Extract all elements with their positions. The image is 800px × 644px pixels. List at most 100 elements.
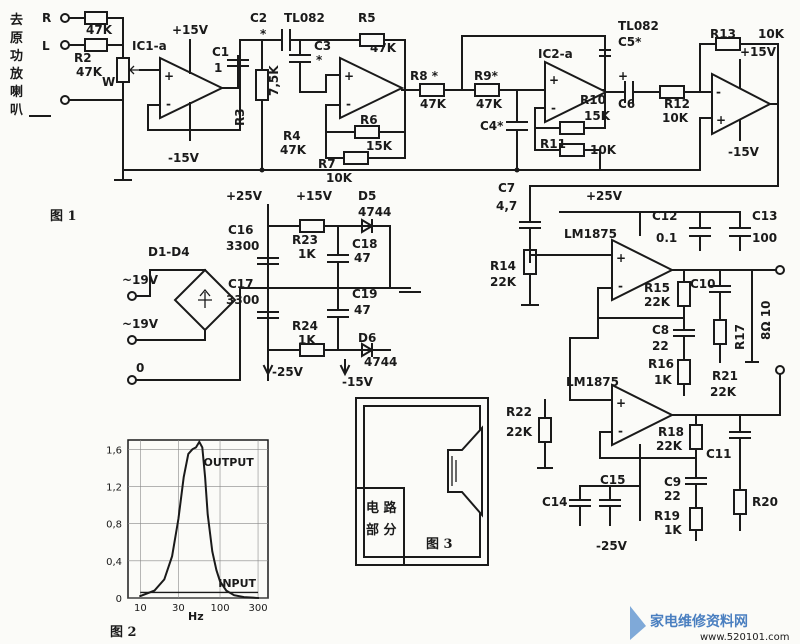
c12-name: C12: [652, 209, 678, 223]
enclosure-label-1: 电 路: [366, 500, 398, 516]
speaker-magnet: [451, 456, 457, 486]
capacitor-c1: [227, 59, 249, 67]
r15-name: R15: [644, 281, 670, 295]
r18-value: 22K: [656, 439, 683, 453]
ic1a-stage: IC1-a +15V -15V + - C1 1: [132, 23, 263, 165]
c19-name: C19: [352, 287, 378, 301]
resistor-r2: [84, 38, 108, 52]
c8-value: 22: [652, 339, 669, 353]
r12-name: R12: [664, 97, 690, 111]
resistor-r10: [559, 121, 585, 135]
arrow-minus25: [262, 359, 274, 377]
input-section: 去 原 功 放 喇 叭 R L 47K R2 47K W: [9, 11, 140, 171]
fig3-caption: 图 3: [426, 537, 453, 552]
c10-r17: [709, 269, 731, 363]
cabinet-inner: [363, 405, 481, 558]
potentiometer-w: [116, 57, 130, 83]
capacitor-c3: [289, 54, 311, 63]
c17-name: C17: [228, 277, 254, 291]
opamp-lm1875-a: [611, 238, 675, 302]
r5-name: R5: [358, 11, 376, 25]
bridge-name: D1-D4: [148, 245, 190, 259]
r22-value: 22K: [506, 425, 533, 439]
r12-value: 10K: [662, 111, 689, 125]
output-curve: [139, 439, 260, 600]
c12-value: 0.1: [656, 231, 677, 245]
lm1875-a: LM1875: [564, 227, 617, 241]
r6-value: 15K: [366, 139, 393, 153]
r24-value: 1K: [298, 333, 316, 347]
ic3-vminus: -15V: [728, 145, 760, 159]
x-tick-label: 10: [134, 603, 147, 614]
zener-d6: [361, 342, 374, 358]
r11-name: R11: [540, 137, 566, 151]
d6-value: 4744: [364, 355, 397, 369]
r9-value: 47K: [476, 97, 503, 111]
arrow-minus15: [339, 359, 351, 377]
wire-r11: [534, 127, 601, 171]
input-gnd-terminal: [60, 95, 70, 105]
c16-value: 3300: [226, 239, 259, 253]
capacitor-c2: [261, 29, 336, 51]
enclosure-label-2: 部 分: [366, 522, 397, 538]
resistor-r17: [713, 319, 727, 345]
lm-a-minus: -: [618, 279, 623, 293]
tl082-b: TL082: [618, 19, 659, 33]
c1-value: 1: [214, 61, 222, 75]
amp-vminus: -25V: [596, 539, 628, 553]
r21-value: 22K: [710, 385, 737, 399]
r11-value: 10K: [590, 143, 617, 157]
c3-lead: [299, 39, 327, 93]
rail-minus15: -15V: [342, 375, 374, 389]
c3-star: *: [316, 53, 323, 67]
r17-name: R17: [733, 324, 747, 350]
watermark-logo-icon: [630, 606, 646, 640]
junction-1: [259, 167, 265, 173]
c6-name: C6: [618, 97, 635, 111]
y-tick-label: 1,6: [106, 445, 122, 456]
resistor-r1: [84, 11, 108, 25]
resistor-r15: [677, 281, 691, 307]
speaker-load: 8Ω 10: [759, 301, 773, 340]
resistor-r22: [537, 399, 553, 469]
y-tick-label: 0,8: [106, 520, 122, 531]
resistor-r9: [474, 83, 500, 97]
lm-b-minus: -: [618, 424, 623, 438]
ic1a-name: IC1-a: [132, 39, 167, 53]
ic3-minus: -: [716, 85, 721, 99]
c2-name: C2: [250, 11, 267, 25]
ic1a-vminus: -15V: [168, 151, 200, 165]
r9-name: R9*: [474, 69, 499, 83]
pot-wiper: [129, 65, 140, 75]
input-note-char-4: 放: [9, 66, 24, 82]
input-note-char-1: 去: [10, 12, 23, 28]
r6-name: R6: [360, 113, 378, 127]
c1-name: C1: [212, 45, 229, 59]
resistor-r13: [715, 37, 741, 51]
chart-y-ticks: 00,40,81,21,6: [106, 445, 122, 605]
input-r-label: R: [42, 11, 51, 25]
c11-name: C11: [706, 447, 732, 461]
r13-value: 10K: [758, 27, 785, 41]
chart-grid: [128, 440, 268, 599]
tl082-a: TL082: [284, 11, 325, 25]
fig1-caption: 图 1: [50, 209, 77, 224]
opamp-lm1875-b: [611, 383, 675, 447]
bridge-diode-icon: [198, 288, 212, 308]
rail-plus15: +15V: [296, 189, 333, 203]
resistor-r5: [359, 33, 385, 47]
resistor-r3: [255, 69, 269, 101]
input-note-char-6: 叭: [10, 103, 23, 118]
input-series-label: INPUT: [218, 577, 256, 590]
ic1b-plus: +: [344, 69, 354, 83]
c9-r19: [685, 457, 707, 541]
ac1-terminal: [127, 291, 137, 301]
capacitor-c4: [506, 121, 528, 131]
input-l-terminal: [60, 40, 70, 50]
r16-value: 1K: [654, 373, 672, 387]
x-axis-unit: Hz: [188, 610, 204, 623]
r19-name: R19: [654, 509, 680, 523]
